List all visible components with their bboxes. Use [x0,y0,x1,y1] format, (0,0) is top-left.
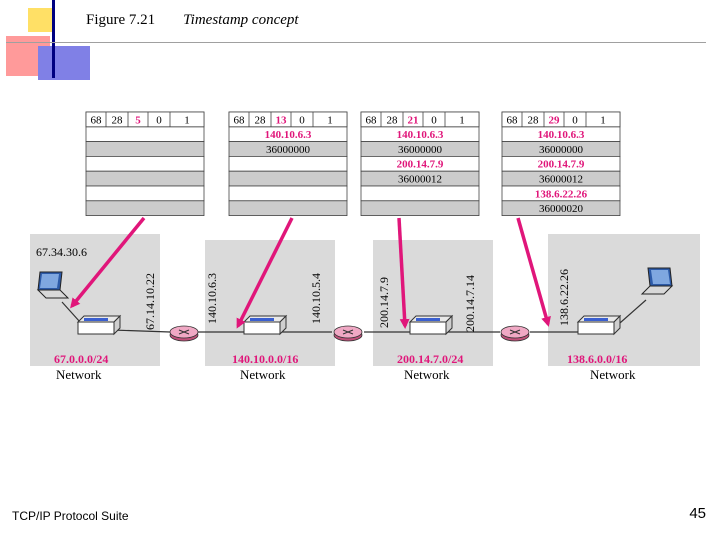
timestamp-address: 140.10.6.3 [538,129,585,141]
packet-pointer-value: 29 [549,114,561,126]
corner-yellow-square [28,8,52,32]
packet-header-cell: 1 [600,114,606,126]
router-ip-label: 67.14.10.22 [143,273,157,330]
network-label: Network [56,367,102,382]
router-ip-label: 200.14.7.14 [463,275,477,332]
packet-row [228,170,348,187]
packet-header-cell: 0 [572,114,578,126]
timestamp-value: 36000000 [539,144,584,156]
pointer-arrow-3 [397,217,410,329]
host-ip-label: 67.34.30.6 [36,245,87,259]
packet-header-cell: 28 [528,114,540,126]
page-number: 45 [689,505,706,522]
router-ip-label: 140.10.5.4 [309,273,323,324]
router-ip-label: 140.10.6.3 [205,273,219,324]
switch-icon [76,314,122,336]
packet-header-cell: 1 [459,114,465,126]
packet-row [85,170,205,187]
switch-icon [576,314,622,336]
packet-header-cell: 0 [299,114,305,126]
figure-caption: Timestamp concept [183,12,299,28]
network-panel-1 [30,234,160,366]
timestamp-value: 36000012 [539,174,583,186]
packet-row [85,141,205,157]
corner-vertical-line [52,0,55,78]
router-icon [169,325,199,342]
timestamp-address: 140.10.6.3 [265,129,312,141]
packet-header-cell: 68 [507,114,519,126]
packet-row [85,200,205,217]
corner-blue-square [38,46,90,80]
packet-row [228,155,348,172]
figure-label: Figure 7.21 [86,12,156,28]
packet-table: 68 28 13 0 1 140.10.6.3 36000000 [228,111,348,217]
timestamp-value: 36000000 [266,144,311,156]
laptop-icon [36,271,70,299]
pointer-arrow-1 [70,216,146,309]
switch-icon [242,314,288,336]
packet-header-cell: 28 [387,114,399,126]
packet-row [85,185,205,202]
timestamp-value: 36000012 [398,174,442,186]
slide-title: Figure 7.21 Timestamp concept [86,12,299,29]
packets-layer: 68 28 5 0 1 68 28 13 0 1 140.10.6.3 36000000 68 28 21 0… [85,111,621,217]
packet-pointer-value: 13 [276,114,288,126]
packet-row [360,185,480,202]
network-panel-4 [548,234,700,366]
packet-header-cell: 0 [431,114,437,126]
network-address: 138.6.0.0/16 [567,352,627,366]
network-label: Network [590,367,636,382]
network-label: Network [240,367,286,382]
router-icon [333,325,363,342]
packet-row [85,155,205,172]
packet-header-cell: 1 [184,114,190,126]
laptop-icon [640,267,674,295]
timestamp-address: 140.10.6.3 [397,129,444,141]
packet-header-cell: 28 [255,114,267,126]
switch-icon [408,314,454,336]
router-ip-label: 138.6.22.26 [557,269,571,326]
router-ip-label: 200.14.7.9 [377,277,391,328]
packet-header-cell: 68 [234,114,246,126]
timestamp-address: 200.14.7.9 [397,159,444,171]
network-address: 200.14.7.0/24 [397,352,463,366]
packet-row [228,200,348,217]
packet-table: 68 28 5 0 1 [85,111,205,217]
packet-table: 68 28 29 0 1 140.10.6.3 36000000 200.14.7.9 3600… [501,111,621,217]
network-address: 67.0.0.0/24 [54,352,108,366]
title-underline [6,42,706,43]
packet-header-cell: 68 [366,114,378,126]
timestamp-value: 36000020 [539,203,584,215]
network-panel-3 [373,240,493,366]
packet-header-cell: 68 [91,114,103,126]
packet-row [228,185,348,202]
packet-header-cell: 1 [327,114,333,126]
pointer-arrow-2 [236,217,294,329]
packet-table: 68 28 21 0 1 140.10.6.3 36000000 200.14.7.9 3600… [360,111,480,217]
network-label: Network [404,367,450,382]
packet-row [85,126,205,143]
timestamp-address: 138.6.22.26 [535,188,588,200]
pointer-arrow-4 [516,217,551,327]
packet-pointer-value: 5 [135,114,141,126]
timestamp-value: 36000000 [398,144,443,156]
footer-suite-label: TCP/IP Protocol Suite [12,509,129,523]
network-address: 140.10.0.0/16 [232,352,298,366]
pointer-arrows [70,216,551,329]
timestamp-address: 200.14.7.9 [538,159,585,171]
router-icon [500,325,530,342]
packet-header-cell: 28 [112,114,124,126]
packet-pointer-value: 21 [408,114,419,126]
packet-row [501,200,621,217]
packet-row [360,200,480,217]
packet-header-cell: 0 [156,114,162,126]
